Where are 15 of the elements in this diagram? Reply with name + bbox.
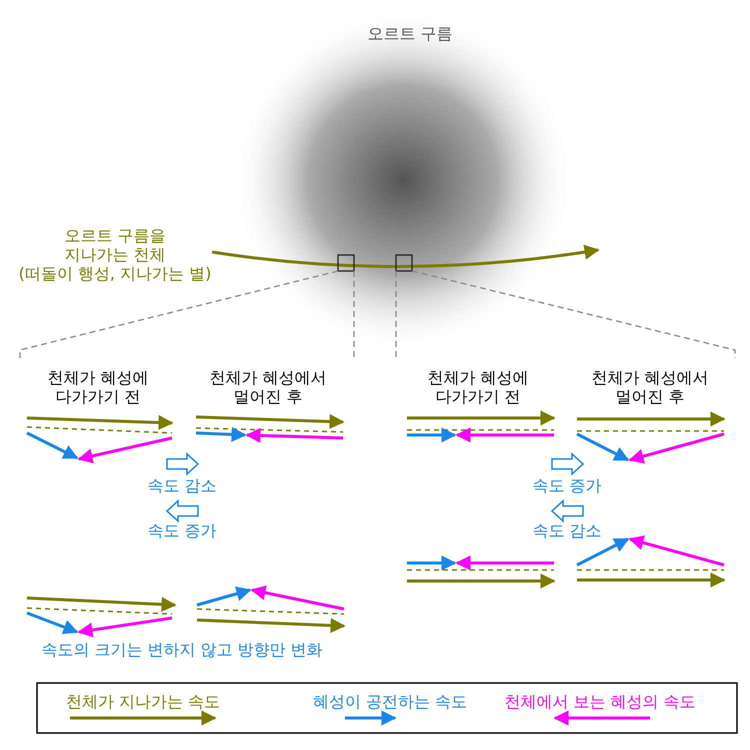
- legend-label: 천체가 지나가는 속도: [64, 692, 222, 712]
- panel-heading: 천체가 혜성에서 멀어진 후: [208, 368, 328, 406]
- legend-label: 천체에서 보는 혜성의 속도: [503, 692, 697, 712]
- cloud-label: 오르트 구름: [366, 24, 454, 44]
- change-label: 속도 증가: [146, 521, 218, 540]
- caption: 속도의 크기는 변하지 않고 방향만 변화: [40, 640, 324, 660]
- panel-heading: 천체가 혜성에 다가가기 전: [426, 368, 530, 406]
- legend-label: 혜성이 공전하는 속도: [312, 692, 468, 712]
- change-label: 속도 감소: [146, 476, 218, 496]
- change-label: 속도 감소: [531, 521, 603, 540]
- change-label: 속도 증가: [531, 476, 603, 496]
- panel-heading: 천체가 혜성에서 멀어진 후: [590, 368, 710, 406]
- panel-heading: 천체가 혜성에 다가가기 전: [46, 368, 150, 406]
- body-label: 오르트 구름을 지나가는 천체: [63, 226, 167, 264]
- body-label: (떠돌이 행성, 지나가는 별): [18, 264, 212, 284]
